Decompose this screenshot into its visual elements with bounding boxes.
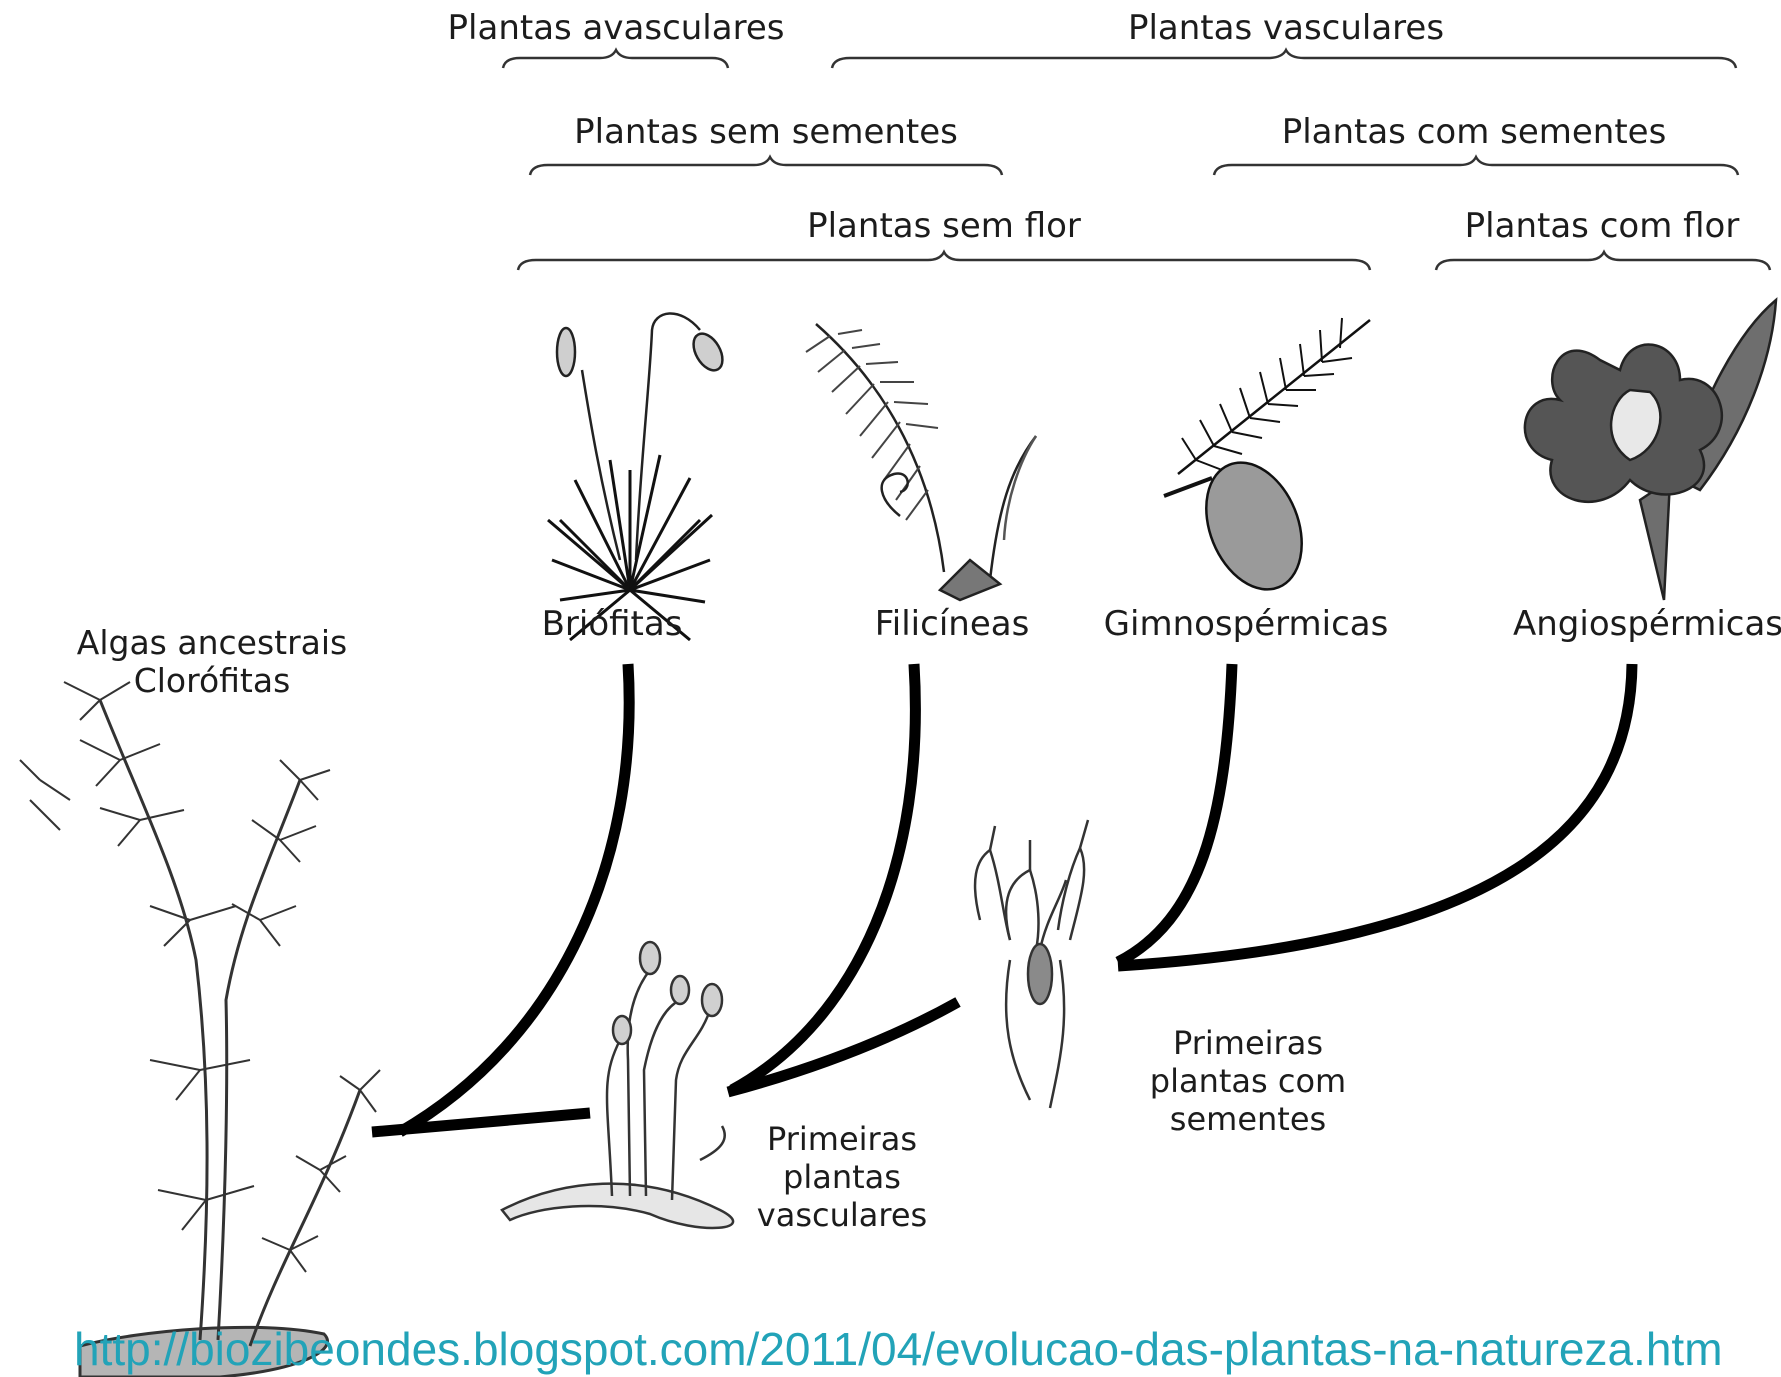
brace-sem-flor <box>518 252 1370 270</box>
branch-gimnospermicas <box>1118 664 1232 962</box>
brace-com-flor <box>1436 252 1770 270</box>
label-vascular-line3: vasculares <box>757 1196 927 1234</box>
label-primeiras-plantas-vasculares: Primeiras plantas vasculares <box>757 1120 927 1234</box>
label-vascular-line2: plantas <box>757 1158 927 1196</box>
conifer-illustration <box>1164 318 1370 604</box>
label-plantas-avasculares: Plantas avasculares <box>448 8 785 48</box>
branch-ancestor-link <box>372 1113 590 1132</box>
label-seed-line3: sementes <box>1150 1100 1346 1138</box>
fern-illustration <box>806 324 1036 600</box>
label-primeiras-plantas-com-sementes: Primeiras plantas com sementes <box>1150 1024 1346 1138</box>
label-plantas-com-sementes: Plantas com sementes <box>1282 112 1667 152</box>
label-seed-line2: plantas com <box>1150 1062 1346 1100</box>
brace-sem-sementes <box>530 157 1002 175</box>
label-vascular-line1: Primeiras <box>757 1120 927 1158</box>
label-plantas-sem-sementes: Plantas sem sementes <box>574 112 958 152</box>
source-url-link[interactable]: http://biozibeondes.blogspot.com/2011/04… <box>74 1322 1723 1376</box>
brace-vasculares <box>832 50 1736 68</box>
branch-angiospermicas <box>1118 664 1632 966</box>
flower-illustration <box>1525 300 1776 600</box>
ancestral-alga-illustration <box>20 682 380 1377</box>
moss-illustration <box>548 313 728 640</box>
early-seed-plant-illustration <box>975 820 1088 1108</box>
branch-vascular-to-seed <box>728 1002 958 1092</box>
label-algas-ancestrais: Algas ancestrais Clorófitas <box>77 624 347 700</box>
label-plantas-sem-flor: Plantas sem flor <box>807 206 1081 246</box>
brace-avasculares <box>503 50 728 68</box>
label-angiospermicas: Angiospérmicas <box>1513 604 1781 644</box>
label-plantas-vasculares: Plantas vasculares <box>1128 8 1444 48</box>
label-gimnospermicas: Gimnospérmicas <box>1104 604 1389 644</box>
label-plantas-com-flor: Plantas com flor <box>1465 206 1740 246</box>
branch-filicineas <box>732 664 915 1090</box>
label-algas-line2: Clorófitas <box>77 662 347 700</box>
branch-briofitas <box>400 664 629 1132</box>
early-vascular-plant-illustration <box>502 942 733 1228</box>
label-filicineas: Filicíneas <box>875 604 1030 644</box>
label-seed-line1: Primeiras <box>1150 1024 1346 1062</box>
label-briofitas: Briófitas <box>542 604 683 644</box>
brace-com-sementes <box>1214 157 1738 175</box>
label-algas-line1: Algas ancestrais <box>77 624 347 662</box>
